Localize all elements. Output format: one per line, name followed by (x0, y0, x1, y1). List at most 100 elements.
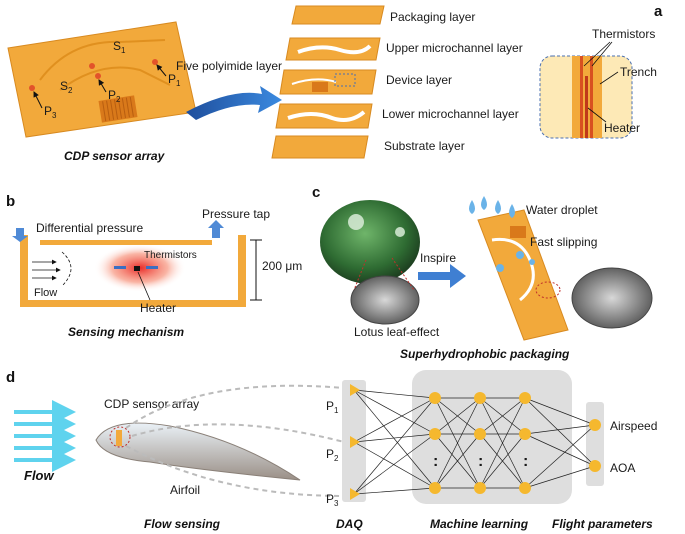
network-edge (524, 397, 596, 426)
up-arrow-tap (208, 220, 224, 238)
packaged-sensor (477, 209, 569, 341)
network-node (519, 482, 531, 494)
trench-label: Trench (620, 65, 657, 79)
panel-d-letter: d (6, 369, 15, 386)
network-edge (353, 433, 436, 495)
differential-pressure-label: Differential pressure (36, 221, 143, 235)
layer-label-lower: Lower microchannel layer (382, 107, 519, 121)
lotus-sem-image (350, 275, 420, 325)
network-node (429, 482, 441, 494)
network-node (474, 428, 486, 440)
s2-label: S2 (60, 79, 73, 95)
network-edge (434, 433, 481, 489)
s1-label: S1 (113, 39, 126, 55)
network-edge (353, 487, 436, 495)
network-edge (524, 433, 596, 467)
network-edge (353, 397, 436, 495)
layer-label-substrate: Substrate layer (384, 139, 465, 153)
five-layer-label: Five polyimide layer (176, 59, 282, 73)
panel-c-letter: c (312, 184, 320, 201)
network-node (589, 419, 601, 431)
network-node (519, 428, 531, 440)
panel-b-letter: b (6, 193, 15, 210)
network-node (519, 392, 531, 404)
caption-flight: Flight parameters (552, 517, 653, 531)
channel-cross-section (20, 235, 246, 307)
sem-inset-image (571, 267, 653, 329)
panel-a-letter: a (654, 3, 663, 20)
network-node (429, 428, 441, 440)
height-label: 200 μm (262, 259, 302, 273)
input-label-p1: P1 (326, 399, 339, 415)
network-node (429, 392, 441, 404)
network-edge (353, 397, 436, 443)
network-node (589, 460, 601, 472)
panel-c-caption: Superhydrophobic packaging (400, 347, 570, 361)
network-edge (479, 397, 526, 435)
output-block (586, 402, 604, 486)
network-edge (353, 389, 436, 399)
layer-label-device: Device layer (386, 73, 452, 87)
ml-block (412, 370, 572, 504)
water-droplets (469, 196, 535, 272)
thermistors-label-a: Thermistors (592, 27, 655, 41)
caption-flow-sensing: Flow sensing (144, 517, 221, 531)
network-edge (524, 424, 596, 489)
thermistors-label-b: Thermistors (144, 250, 197, 261)
layer-label-packaging: Packaging layer (390, 10, 475, 24)
network-node (474, 482, 486, 494)
sensor-marker (109, 426, 131, 448)
flow-label-d: Flow (24, 468, 54, 483)
panel-b-caption: Sensing mechanism (68, 325, 184, 339)
lotus-leaf-image (320, 200, 420, 284)
network-node (474, 392, 486, 404)
output-label-aoa: AOA (610, 461, 635, 475)
pressure-tap-label: Pressure tap (202, 207, 270, 221)
water-droplet-label: Water droplet (526, 203, 598, 217)
flow-lines (32, 251, 72, 287)
panel-a-caption: CDP sensor array (64, 149, 166, 163)
airfoil-shape (95, 422, 301, 481)
input-node (350, 436, 360, 448)
layer-label-upper: Upper microchannel layer (386, 41, 523, 55)
network-ellipsis: ::: (433, 453, 528, 470)
network-edge (524, 465, 596, 489)
fast-slipping-label: Fast slipping (530, 235, 597, 249)
network-edge (524, 424, 596, 435)
ellipsis-dots: : (433, 453, 438, 470)
caption-ml: Machine learning (430, 517, 529, 531)
device-detail-inset (539, 55, 633, 139)
airfoil-label: Airfoil (170, 483, 200, 497)
input-label-p2: P2 (326, 447, 339, 463)
input-node (350, 488, 360, 500)
flow-arrows (14, 400, 76, 472)
network-edge (524, 397, 596, 467)
network-edge (434, 397, 481, 435)
network-edge (353, 433, 436, 443)
p3-label: P3 (44, 104, 57, 120)
p2-label: P2 (108, 88, 121, 104)
network-edge (353, 389, 436, 435)
inspire-label: Inspire (420, 251, 456, 265)
input-label-p3: P3 (326, 492, 339, 508)
leaf-droplet (348, 214, 364, 230)
network-edge (353, 441, 436, 489)
network-edge (434, 397, 481, 489)
network-nodes (350, 384, 601, 500)
flow-label-b: Flow (34, 287, 57, 299)
network-edge (479, 433, 526, 489)
ellipsis-dots: : (523, 453, 528, 470)
ellipsis-dots: : (478, 453, 483, 470)
network-edges (353, 389, 596, 495)
inspire-arrow (418, 264, 466, 288)
layer-stack (271, 5, 385, 159)
sensor-array-label: CDP sensor array (104, 397, 199, 411)
down-arrow-left (12, 228, 28, 242)
caption-daq: DAQ (336, 517, 363, 531)
output-label-airspeed: Airspeed (610, 419, 657, 433)
network-edge (479, 397, 526, 489)
process-arrow (186, 86, 282, 120)
input-node (350, 384, 360, 396)
heater-label-a: Heater (604, 121, 640, 135)
